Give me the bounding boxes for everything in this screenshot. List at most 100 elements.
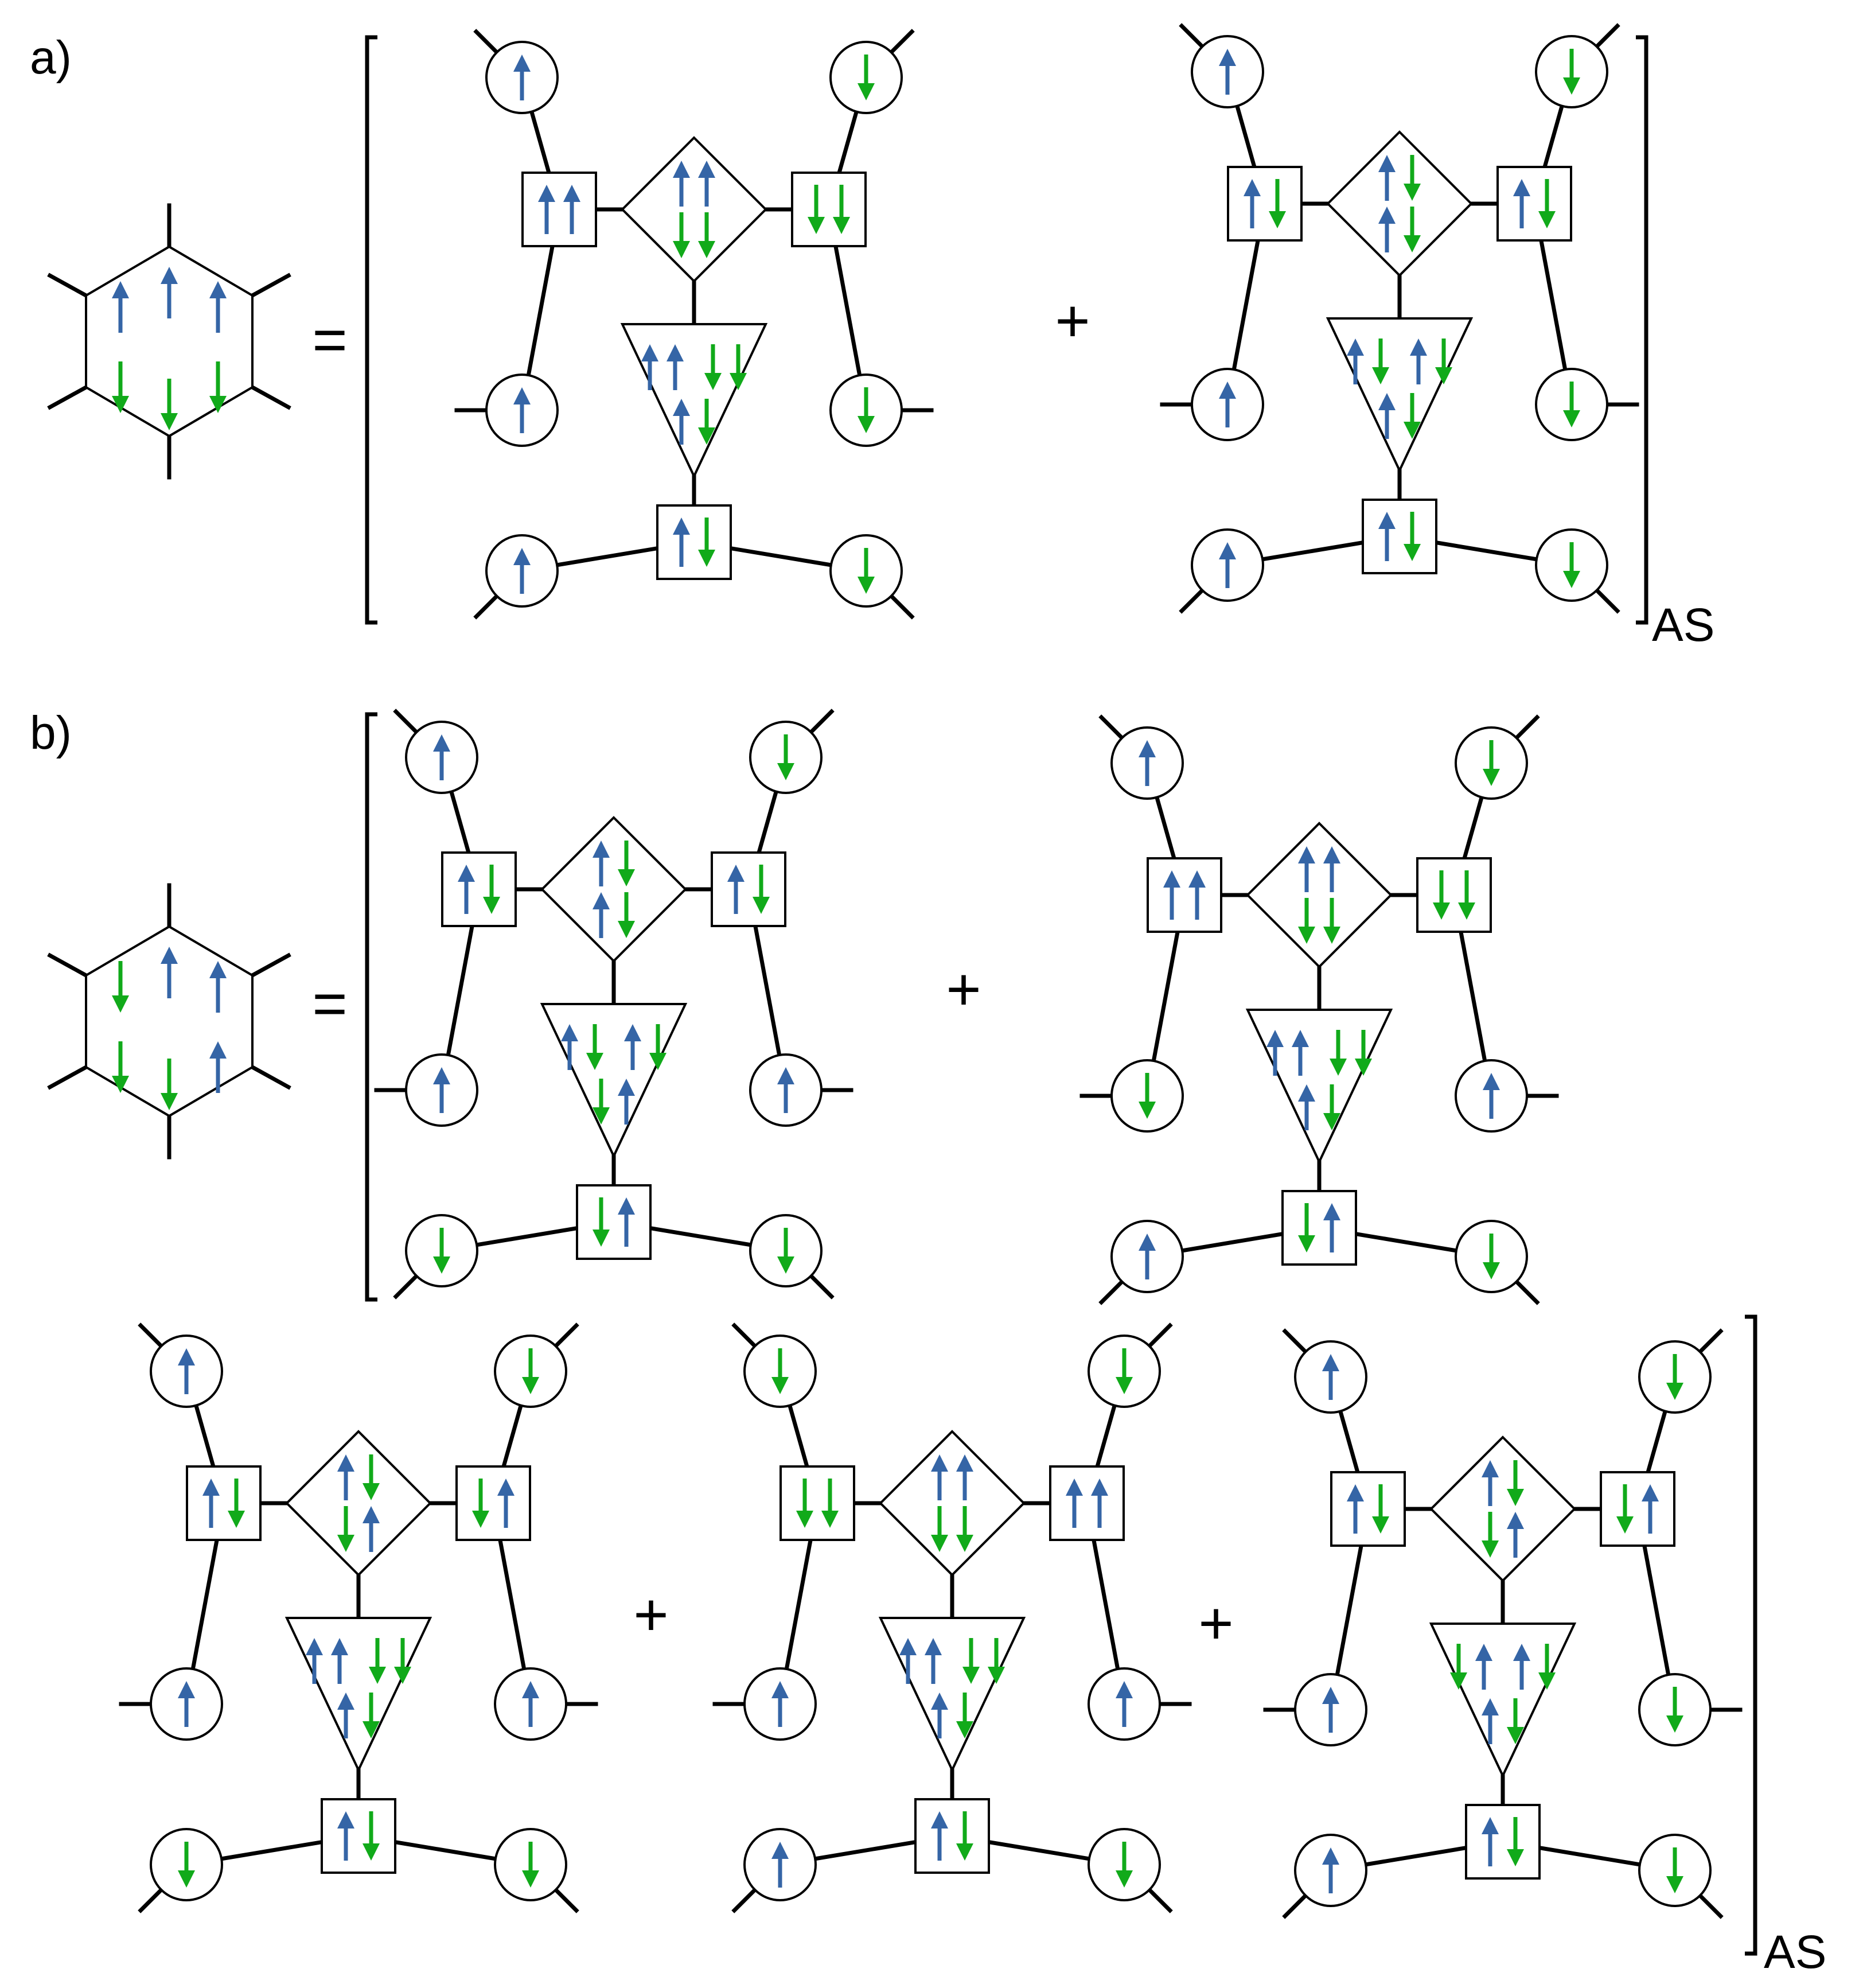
plus-sign-b-2: + (633, 1581, 668, 1648)
spin-up-arrowhead (1139, 1234, 1156, 1251)
spin-down-arrowhead (698, 550, 715, 567)
spin-down-arrowhead (394, 1667, 411, 1684)
spin-down-arrowhead (1372, 1516, 1389, 1534)
spin-up-arrowhead (1219, 49, 1236, 66)
hexagon-stub (47, 952, 89, 978)
spin-down-arrowhead (112, 1076, 129, 1093)
spin-down-arrowhead (1404, 184, 1421, 201)
spin-up-arrowhead (209, 961, 227, 978)
spin-up-arrowhead (624, 1024, 641, 1041)
spin-up-arrowhead (1475, 1644, 1492, 1661)
spin-down-arrowhead (858, 416, 875, 433)
spin-down-arrowhead (112, 396, 129, 413)
spin-up-arrowhead (1322, 1354, 1339, 1371)
spin-down-arrowhead (956, 1535, 973, 1552)
hexagon-stub (47, 1064, 89, 1090)
circle-stub (888, 593, 915, 620)
diamond-node (1246, 822, 1393, 968)
equals-sign-a: = (312, 306, 347, 374)
spin-up-arrowhead (563, 185, 580, 202)
spin-up-arrowhead (1066, 1479, 1083, 1496)
spin-up-arrowhead (513, 548, 531, 565)
triangle-node (540, 1003, 688, 1159)
spin-up-arrowhead (1482, 1698, 1499, 1715)
bracket-right-b (1745, 1314, 1757, 1956)
spin-up-arrowhead (363, 1506, 380, 1523)
spin-down-arrowhead (228, 1511, 245, 1528)
square-node (1496, 166, 1572, 242)
spin-down-arrowhead (178, 1870, 195, 1888)
spin-down-arrowhead (1116, 1377, 1133, 1394)
spin-down-arrowhead (1323, 927, 1340, 944)
spin-down-arrowhead (698, 427, 715, 445)
spin-up-arrowhead (337, 1811, 354, 1829)
spin-down-arrowhead (1458, 902, 1475, 920)
spin-up-arrowhead (1410, 339, 1427, 356)
square-node (1362, 499, 1437, 574)
spin-down-arrowhead (1330, 1059, 1347, 1076)
spin-down-arrowhead (1372, 367, 1389, 384)
spin-up-arrowhead (1139, 740, 1156, 757)
spin-up-arrowhead (1347, 1484, 1364, 1501)
square-node (711, 851, 786, 927)
spin-down-arrowhead (1482, 1540, 1499, 1558)
spin-down-arrowhead (1435, 367, 1452, 384)
hexagon-stub (250, 384, 291, 410)
spin-down-arrowhead (1507, 1489, 1524, 1506)
spin-up-arrowhead (673, 399, 690, 416)
triangle-node (1245, 1009, 1393, 1165)
spin-up-arrowhead (1482, 1817, 1499, 1834)
circle-stub (552, 1886, 579, 1913)
spin-up-arrowhead (1188, 870, 1206, 888)
spin-up-arrowhead (433, 1067, 450, 1084)
circle-stub (1179, 23, 1206, 50)
spin-down-arrowhead (956, 1843, 973, 1861)
equals-sign-b: = (312, 970, 347, 1037)
spin-down-arrowhead (112, 995, 129, 1013)
spin-down-arrowhead (618, 869, 635, 886)
spin-up-arrowhead (1513, 1644, 1530, 1661)
spin-up-arrowhead (112, 281, 129, 298)
spin-up-arrowhead (1322, 1687, 1339, 1704)
spin-down-arrowhead (1404, 422, 1421, 439)
spin-up-arrowhead (1298, 1084, 1315, 1102)
circle-stub (731, 1322, 758, 1349)
hexagon-b (85, 925, 254, 1118)
spin-up-arrowhead (673, 161, 690, 178)
spin-down-arrowhead (730, 373, 747, 390)
spin-up-arrowhead (458, 865, 475, 882)
circle-stub (1513, 714, 1540, 741)
spin-up-arrowhead (618, 1197, 635, 1215)
spin-up-arrowhead (899, 1638, 917, 1655)
triangle-node (1326, 317, 1474, 473)
spin-down-arrowhead (363, 1721, 380, 1738)
hexagon-stub (250, 952, 291, 978)
spin-down-arrowhead (753, 897, 770, 914)
spin-down-arrowhead (363, 1483, 380, 1500)
spin-down-arrowhead (1483, 769, 1500, 786)
spin-down-arrowhead (1404, 235, 1421, 252)
spin-up-arrowhead (337, 1454, 354, 1472)
spin-down-arrowhead (161, 1093, 178, 1110)
spin-up-arrowhead (161, 267, 178, 284)
circle-stub (888, 29, 915, 56)
spin-down-arrowhead (1666, 1876, 1683, 1893)
spin-down-arrowhead (1563, 571, 1580, 588)
spin-down-arrowhead (771, 1377, 789, 1394)
spin-up-arrowhead (1642, 1484, 1659, 1501)
circle-stub (731, 1886, 758, 1913)
spin-down-arrowhead (858, 577, 875, 594)
spin-up-arrowhead (1378, 207, 1396, 224)
spin-up-arrowhead (1292, 1030, 1309, 1047)
circle-stub (808, 1273, 835, 1300)
circle-stub (1179, 587, 1206, 614)
spin-down-arrowhead (1269, 211, 1286, 228)
square-node (1330, 1471, 1406, 1547)
spin-up-arrowhead (1378, 512, 1396, 529)
diamond-node (285, 1430, 432, 1577)
circle-stub (1513, 1278, 1540, 1305)
square-node (1416, 857, 1492, 933)
circle-stub (808, 709, 835, 736)
